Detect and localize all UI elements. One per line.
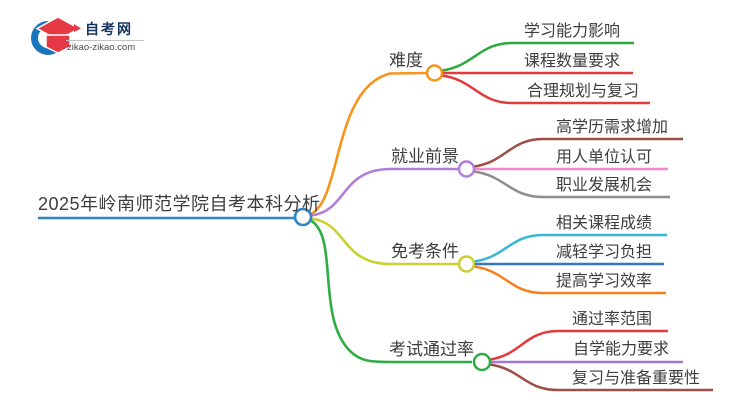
- branch-node-circle-1[interactable]: [425, 64, 444, 82]
- logo-domain: zikao-zikao.com: [67, 42, 136, 53]
- branch-node-circle-4[interactable]: [472, 352, 492, 372]
- branch-line-2: [310, 167, 458, 217]
- sub-label-3-3[interactable]: 提高学习效率: [556, 273, 653, 290]
- branch-line-1: [310, 71, 428, 216]
- subbranch-line-1-3: [441, 74, 650, 105]
- root-node-circle[interactable]: [293, 207, 313, 227]
- sub-label-3-1[interactable]: 相关课程成绩: [556, 215, 653, 232]
- subbranch-line-3-1: [473, 233, 667, 263]
- branch-line-4: [310, 219, 472, 364]
- logo-separator: [66, 40, 144, 41]
- branch-line-3: [310, 217, 458, 266]
- logo-graduation-cap-icon: [31, 16, 81, 55]
- branch-node-circle-3[interactable]: [457, 255, 476, 273]
- sub-label-1-3[interactable]: 合理规划与复习: [527, 83, 640, 100]
- branch-label-employment-prospects[interactable]: 就业前景: [391, 147, 459, 166]
- logo-cap-base-shape: [45, 34, 71, 54]
- branch-label-difficulty[interactable]: 难度: [389, 51, 423, 70]
- sub-label-2-3[interactable]: 职业发展机会: [556, 177, 653, 194]
- branch-label-exemption-conditions[interactable]: 免考条件: [391, 242, 459, 261]
- subbranch-line-4-1: [489, 329, 668, 361]
- branch-node-circle-2[interactable]: [457, 160, 476, 178]
- logo-title: 自考网: [85, 21, 133, 37]
- sub-label-4-3[interactable]: 复习与准备重要性: [572, 370, 701, 387]
- subbranch-line-2-3: [473, 170, 670, 199]
- subbranch-line-1-1: [441, 41, 634, 72]
- logo-cap-tassel-shape: [74, 24, 81, 32]
- sub-label-3-2[interactable]: 减轻学习负担: [556, 244, 653, 261]
- logo[interactable]: 自考网 zikao-zikao.com: [28, 11, 158, 59]
- root-node-label[interactable]: 2025年岭南师范学院自考本科分析: [38, 194, 321, 214]
- branch-label-pass-rate[interactable]: 考试通过率: [389, 340, 474, 359]
- sub-label-2-2[interactable]: 用人单位认可: [556, 149, 653, 166]
- sub-label-1-1[interactable]: 学习能力影响: [524, 23, 621, 40]
- sub-label-4-2[interactable]: 自学能力要求: [573, 341, 670, 358]
- sub-label-4-1[interactable]: 通过率范围: [572, 311, 653, 328]
- sub-label-2-1[interactable]: 高学历需求增加: [556, 119, 669, 136]
- subbranch-line-3-3: [473, 265, 666, 295]
- subbranch-line-2-1: [473, 137, 683, 168]
- subbranch-line-4-3: [489, 363, 713, 392]
- sub-label-1-2[interactable]: 课程数量要求: [524, 53, 621, 70]
